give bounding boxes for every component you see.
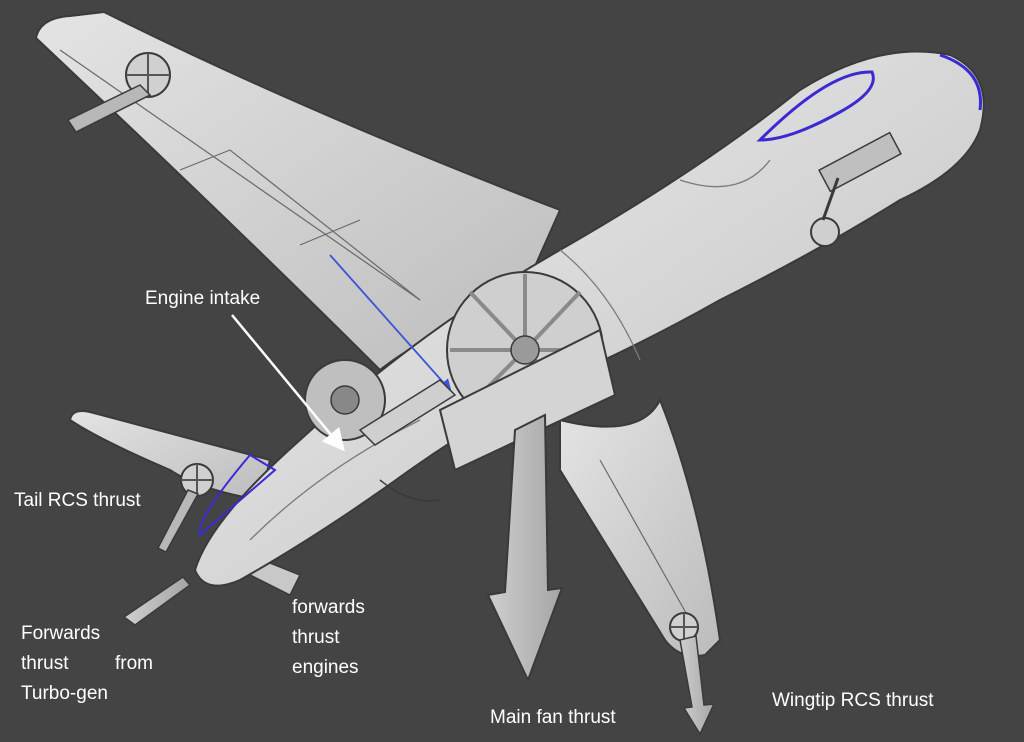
engines-line-2: thrust (292, 627, 340, 648)
tail-rcs-thrust-label: Tail RCS thrust (14, 490, 141, 511)
wingtip-rcs-thrust-label: Wingtip RCS thrust (772, 690, 934, 711)
engine-intake-callout-arrow (231, 314, 345, 452)
forwards-thrust-engines-label: forwards thrust engines (292, 593, 365, 683)
turbogen-word-thrust: thrust (21, 653, 69, 674)
engine-intake-label: Engine intake (145, 288, 261, 309)
turbogen-line-3: Turbo-gen (21, 683, 108, 704)
main-fan-thrust-arrow (486, 413, 564, 683)
right-wing (559, 397, 722, 657)
main-fan-thrust-label: Main fan thrust (490, 707, 616, 728)
tail-rcs-fan (156, 463, 214, 553)
turbogen-line-1: Forwards (21, 623, 101, 644)
main-fan (329, 254, 617, 472)
engines-line-3: engines (292, 657, 359, 678)
engines-line-1: forwards (292, 597, 365, 618)
wingtip-rcs-fan-upper (66, 52, 171, 133)
turbogen-thrust-arrow (122, 576, 192, 626)
wingtip-rcs-thrust-arrow (679, 635, 716, 736)
forward-engines (304, 359, 457, 502)
forwards-thrust-turbogen-label: Forwards thrust from Turbo-gen (21, 619, 153, 709)
nose-gear (810, 131, 902, 247)
turbogen-word-from: from (115, 653, 153, 674)
turbogen-line-2: thrust from (21, 649, 153, 679)
